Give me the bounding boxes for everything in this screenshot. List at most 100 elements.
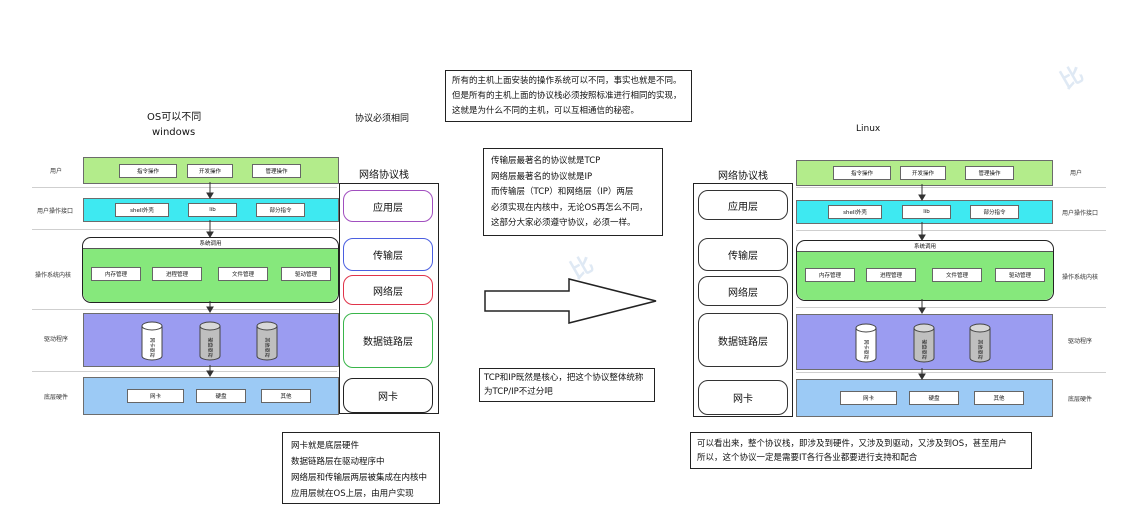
layer-label-hardware: 底层硬件 bbox=[1068, 396, 1093, 403]
user-box: 指令操作 bbox=[833, 166, 891, 180]
user-box: 管理操作 bbox=[252, 164, 301, 178]
layer-label-driver: 驱动程序 bbox=[44, 336, 69, 343]
driver-cyl-label: 网卡驱动 bbox=[862, 339, 869, 360]
stack-layer-network: 网络层 bbox=[343, 275, 433, 305]
top-note-line: 但是所有的主机上面的协议栈必须按照标准进行相同的实现， bbox=[452, 91, 682, 101]
kernel-layer: 系统调用 内存管理 进程管理 文件管理 驱动管理 bbox=[796, 240, 1054, 301]
api-box: lib bbox=[902, 205, 951, 219]
hw-box: 硬盘 bbox=[909, 391, 959, 405]
driver-cylinder bbox=[141, 321, 163, 361]
kernel-box: 文件管理 bbox=[218, 267, 268, 281]
api-box: 部分指令 bbox=[256, 203, 305, 217]
user-api-layer: shell外壳 lib 部分指令 bbox=[83, 198, 339, 222]
divider bbox=[32, 187, 337, 188]
kernel-layer: 系统调用 内存管理 进程管理 文件管理 驱动管理 bbox=[82, 237, 339, 303]
api-box: shell外壳 bbox=[115, 203, 169, 217]
driver-cylinder bbox=[913, 323, 935, 363]
os-name-left: windows bbox=[152, 127, 196, 138]
layer-label-hardware: 底层硬件 bbox=[44, 394, 69, 401]
bottom-left-note: 网卡就是底层硬件 数据链路层在驱动程序中 网络层和传输层两层被集成在内核中 应用… bbox=[282, 432, 440, 504]
layer-label-kernel: 操作系统内核 bbox=[35, 272, 72, 279]
driver-cyl-label: 网卡驱动 bbox=[148, 337, 155, 358]
watermark: 比 bbox=[1056, 61, 1089, 95]
tcpip-note-line: 为TCP/IP不过分吧 bbox=[484, 387, 553, 397]
tcpip-note-line: TCP和IP既然是核心，把这个协议整体统称 bbox=[484, 373, 644, 383]
divider bbox=[32, 309, 337, 310]
middle-note-line: 传输层最著名的协议就是TCP bbox=[491, 156, 601, 166]
bottom-left-note-line: 网卡就是底层硬件 bbox=[291, 441, 360, 451]
stack-layer-application: 应用层 bbox=[698, 190, 788, 220]
user-box: 开发操作 bbox=[187, 164, 233, 178]
middle-note: 传输层最著名的协议就是TCP 网络层最著名的协议就是IP 而传输层（TCP）和网… bbox=[483, 148, 663, 236]
driver-cylinder bbox=[969, 323, 991, 363]
bottom-left-note-line: 数据链路层在驱动程序中 bbox=[291, 457, 385, 467]
middle-note-line: 而传输层（TCP）和网络层（IP）两层 bbox=[491, 187, 634, 197]
user-box: 开发操作 bbox=[900, 166, 946, 180]
stack-title-left: 网络协议栈 bbox=[359, 170, 409, 181]
divider bbox=[796, 372, 1106, 373]
divider bbox=[32, 371, 337, 372]
divider bbox=[32, 229, 337, 230]
bottom-right-note-line: 可以看出来，整个协议栈，即涉及到硬件，又涉及到驱动，又涉及到OS，甚至用户 bbox=[697, 439, 1007, 449]
kernel-box: 内存管理 bbox=[91, 267, 141, 281]
syscall-title: 系统调用 bbox=[913, 244, 936, 250]
hw-box: 其他 bbox=[261, 389, 311, 403]
hw-box: 网卡 bbox=[840, 391, 897, 405]
stack-layer-network: 网络层 bbox=[698, 276, 788, 306]
divider bbox=[796, 230, 1106, 231]
bottom-left-note-line: 应用层就在OS上层，由用户实现 bbox=[291, 489, 414, 499]
api-box: shell外壳 bbox=[828, 205, 882, 219]
stack-layer-nic: 网卡 bbox=[343, 378, 433, 413]
kernel-box: 驱动管理 bbox=[995, 268, 1045, 282]
tcpip-note: TCP和IP既然是核心，把这个协议整体统称 为TCP/IP不过分吧 bbox=[479, 368, 655, 402]
hw-box: 网卡 bbox=[127, 389, 184, 403]
kernel-box: 文件管理 bbox=[932, 268, 982, 282]
api-box: 部分指令 bbox=[970, 205, 1019, 219]
middle-note-line: 必须实现在内核中，无论OS再怎么不同， bbox=[491, 202, 648, 213]
stack-layer-transport: 传输层 bbox=[698, 238, 788, 271]
layer-label-user: 用户 bbox=[1070, 170, 1083, 177]
driver-cyl-label: 其他驱动 bbox=[263, 337, 270, 358]
kernel-box: 进程管理 bbox=[866, 268, 916, 282]
stack-layer-transport: 传输层 bbox=[343, 238, 433, 271]
layer-arrows-left bbox=[206, 182, 214, 377]
stack-layer-datalink: 数据链路层 bbox=[698, 313, 788, 367]
api-box: lib bbox=[188, 203, 237, 217]
layer-label-user-api: 用户操作接口 bbox=[37, 208, 74, 215]
top-note: 所有的主机上面安装的操作系统可以不同，事实也就是不同。 但是所有的主机上面的协议… bbox=[445, 70, 692, 122]
layer-label-kernel: 操作系统内核 bbox=[1062, 274, 1099, 281]
user-box: 指令操作 bbox=[119, 164, 177, 178]
kernel-box: 内存管理 bbox=[805, 268, 855, 282]
divider bbox=[796, 187, 1106, 188]
hardware-layer: 网卡 硬盘 其他 bbox=[796, 379, 1053, 417]
driver-cylinder bbox=[256, 321, 278, 361]
stack-title-right: 网络协议栈 bbox=[718, 171, 768, 182]
driver-cylinder bbox=[199, 321, 221, 361]
stack-layer-nic: 网卡 bbox=[698, 380, 788, 415]
hardware-layer: 网卡 硬盘 其他 bbox=[83, 377, 339, 415]
bottom-left-note-line: 网络层和传输层两层被集成在内核中 bbox=[291, 473, 428, 483]
top-note-line: 这就是为什么不同的主机，可以互相通信的秘密。 bbox=[452, 106, 640, 116]
user-layer: 指令操作 开发操作 管理操作 bbox=[796, 160, 1053, 186]
big-right-arrow bbox=[484, 278, 657, 324]
hw-box: 其他 bbox=[974, 391, 1024, 405]
protocol-same-label: 协议必须相同 bbox=[355, 114, 410, 124]
user-box: 管理操作 bbox=[965, 166, 1014, 180]
layer-arrows-right bbox=[918, 184, 926, 380]
syscall-title: 系统调用 bbox=[199, 241, 222, 247]
user-api-layer: shell外壳 lib 部分指令 bbox=[796, 200, 1053, 224]
kernel-inner: 内存管理 进程管理 文件管理 驱动管理 bbox=[83, 248, 338, 302]
driver-layer: 网卡驱动 硬盘驱动 其他驱动 bbox=[83, 313, 339, 367]
driver-cyl-label: 其他驱动 bbox=[976, 339, 983, 360]
kernel-inner: 内存管理 进程管理 文件管理 驱动管理 bbox=[797, 251, 1053, 300]
middle-note-line: 这部分大家必须遵守协议，必须一样。 bbox=[491, 218, 636, 228]
hw-box: 硬盘 bbox=[196, 389, 246, 403]
middle-note-line: 网络层最著名的协议就是IP bbox=[491, 171, 593, 182]
top-note-line: 所有的主机上面安装的操作系统可以不同，事实也就是不同。 bbox=[452, 76, 682, 86]
layer-label-driver: 驱动程序 bbox=[1068, 338, 1093, 345]
driver-layer: 网卡驱动 硬盘驱动 其他驱动 bbox=[796, 314, 1053, 370]
kernel-box: 进程管理 bbox=[152, 267, 202, 281]
driver-cylinder bbox=[855, 323, 877, 363]
bottom-right-note-line: 所以，这个协议一定是需要IT各行各业都要进行支持和配合 bbox=[697, 453, 918, 463]
stack-layer-application: 应用层 bbox=[343, 190, 433, 222]
